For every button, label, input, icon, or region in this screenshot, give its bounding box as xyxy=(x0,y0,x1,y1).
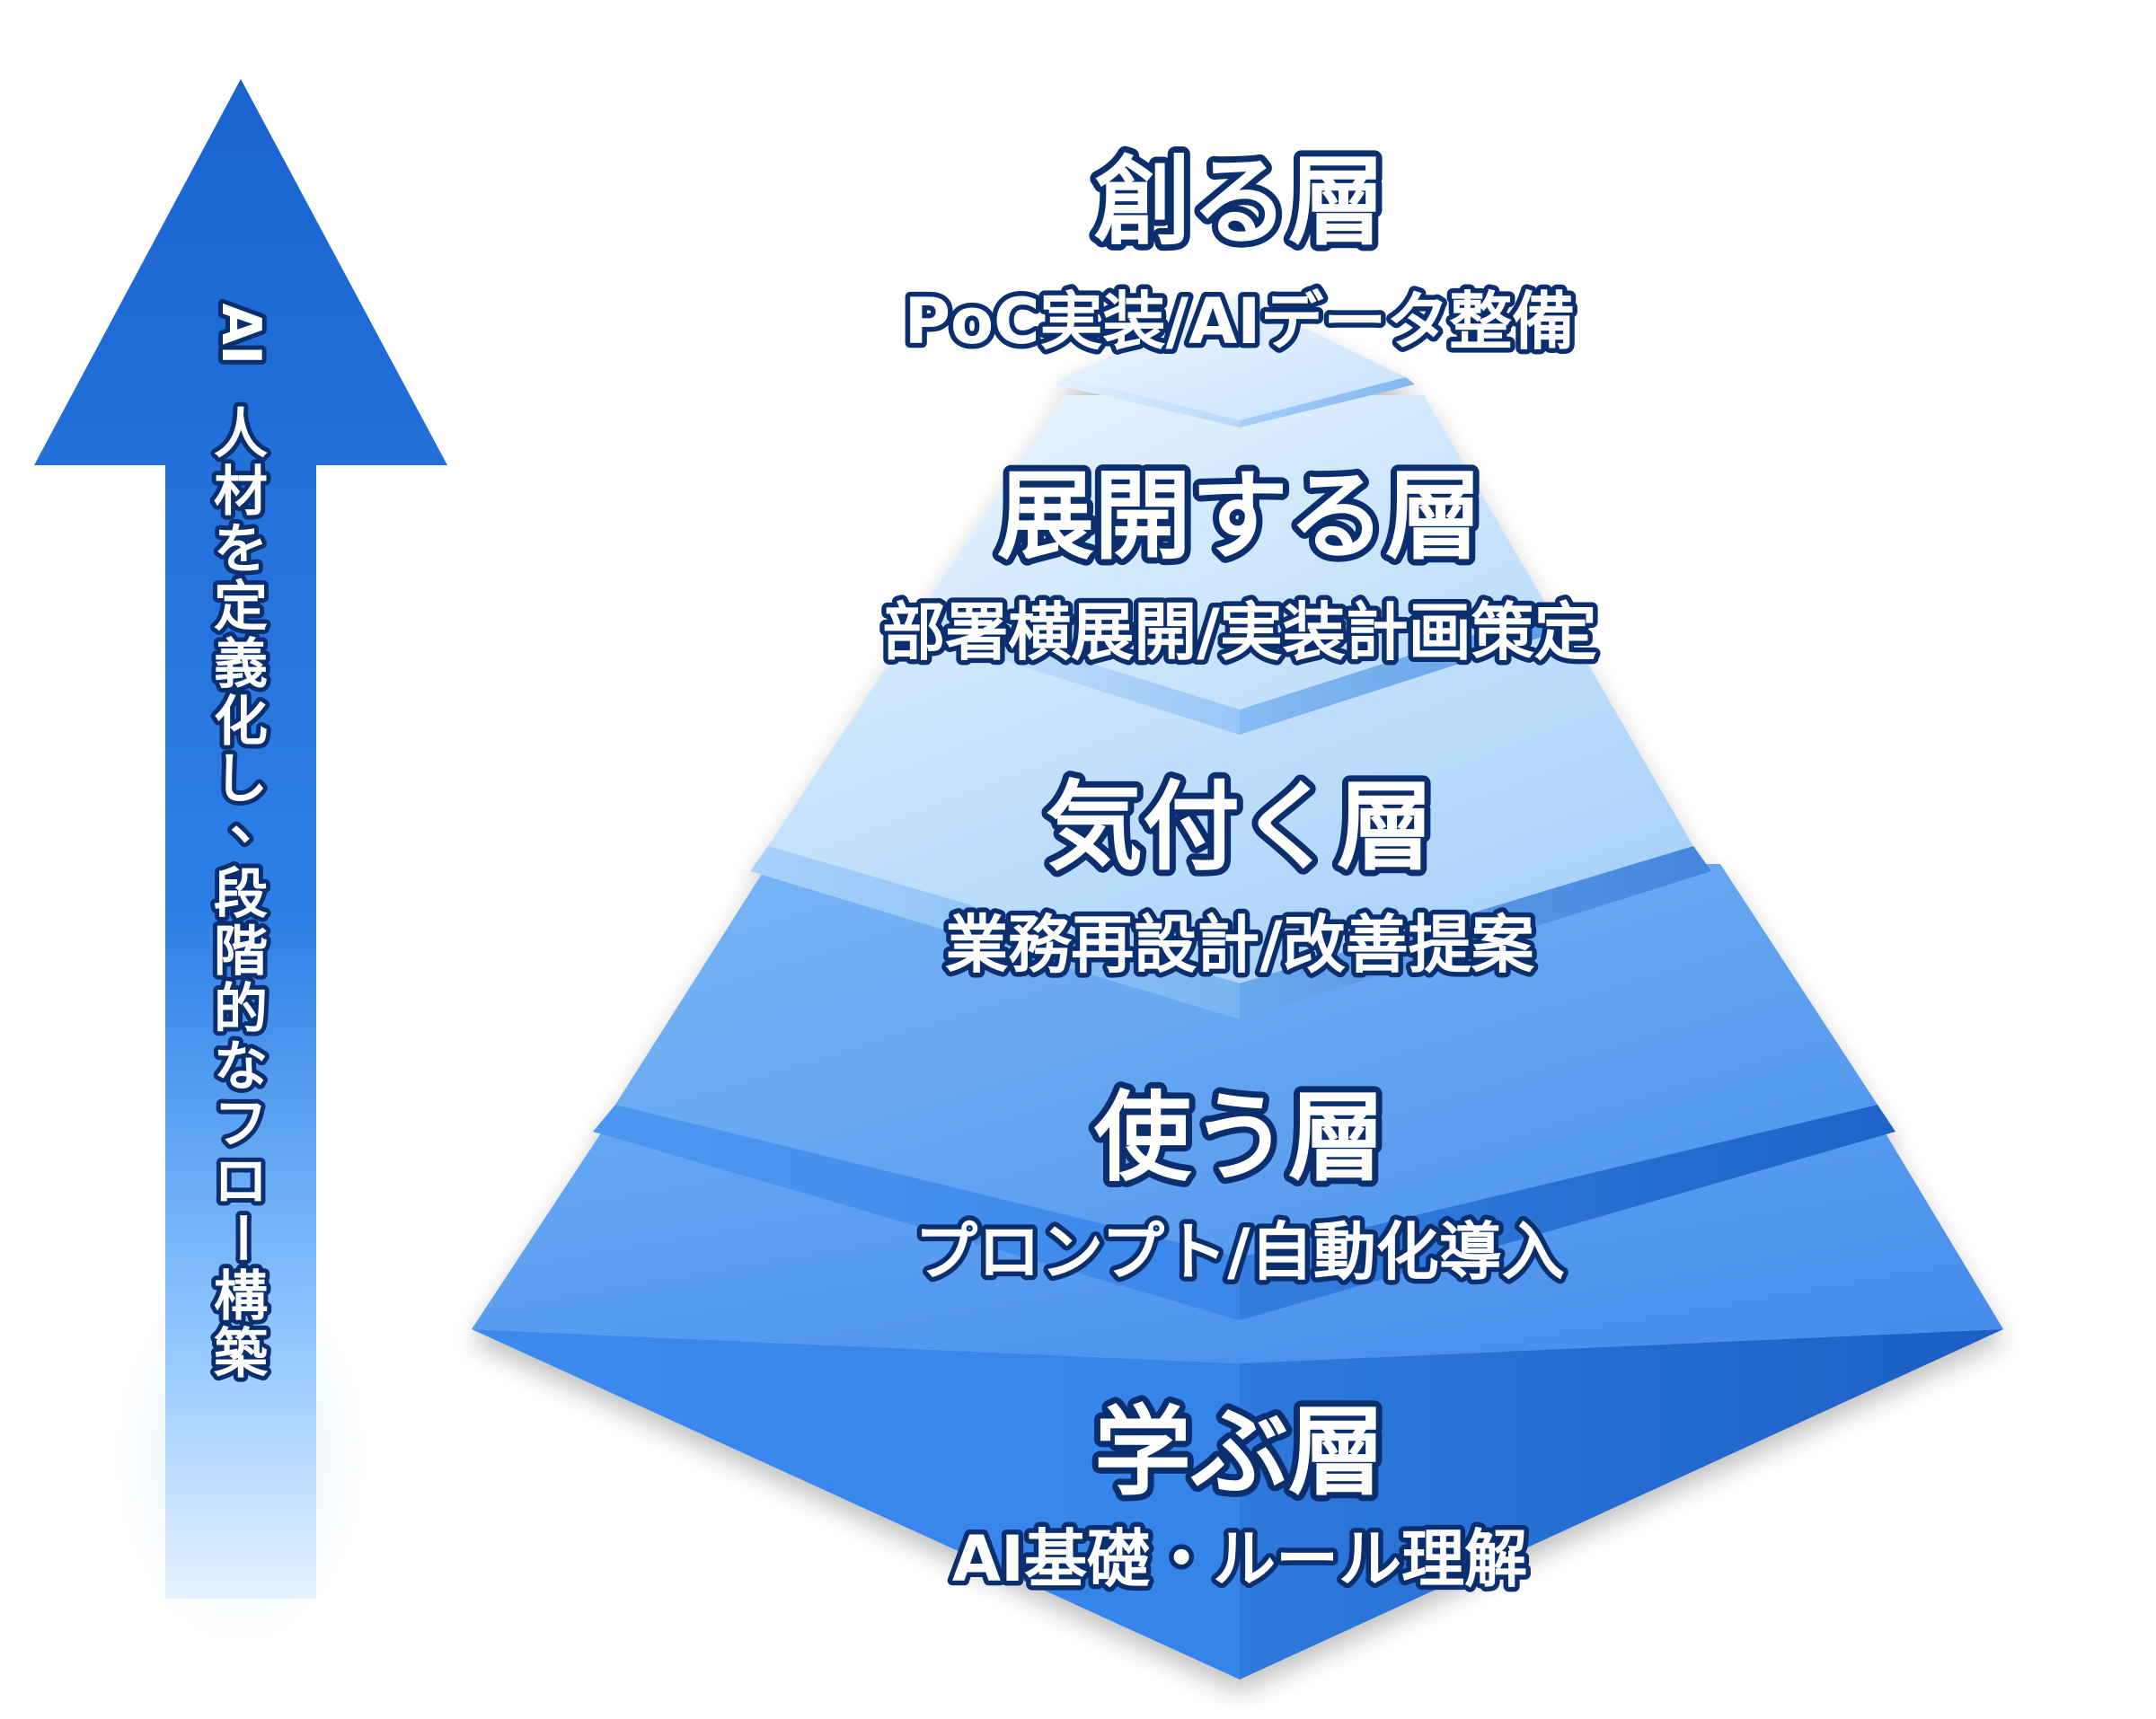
layer-subtitle-create: PoC実装/AIデータ整備 xyxy=(905,285,1576,358)
arrow-label-char: 、 xyxy=(230,789,284,852)
tier-left-face xyxy=(903,611,1240,735)
layer-subtitle-notice: 業務再設計/改善提案 xyxy=(945,908,1535,982)
arrow-label-char: 構 xyxy=(214,1265,268,1328)
arrow-label-char: 段 xyxy=(214,863,268,926)
tier-top-face xyxy=(921,395,1550,710)
layer-title-notice: 気付く層 xyxy=(1046,771,1434,884)
layer-title-deploy: 展開する層 xyxy=(997,461,1482,573)
layer-labels: 創る層 PoC実装/AIデータ整備 展開する層 部署横展開/実装計画策定 気付く… xyxy=(878,140,1603,1601)
tier-left-face xyxy=(593,1105,1240,1320)
arrow-label-char: ー xyxy=(209,1211,272,1265)
arrow-label-char: を xyxy=(214,518,268,581)
pyramid-tier-deploy xyxy=(903,395,1568,735)
tier-right-face xyxy=(1240,611,1568,735)
arrow-label-char: フ xyxy=(214,1093,268,1156)
tier-top-face xyxy=(615,864,1878,1257)
tier-left-face xyxy=(1056,377,1240,428)
tier-right-face xyxy=(1240,377,1415,428)
layer-subtitle-use: プロンプト/自動化導入 xyxy=(915,1215,1564,1289)
tier-right-face xyxy=(1240,1329,2003,1679)
layer-title-learn: 学ぶ層 xyxy=(1094,1397,1385,1509)
layer-title-use: 使う層 xyxy=(1094,1082,1385,1194)
tier-left-face xyxy=(472,1329,1240,1679)
arrow-label-char: 築 xyxy=(214,1323,269,1386)
arrow-label-char: し xyxy=(214,748,268,811)
arrow-label-char: 化 xyxy=(214,691,268,754)
pyramid-tier-notice xyxy=(750,629,1711,1019)
tier-top-face xyxy=(768,629,1693,983)
arrow-label-char: 材 xyxy=(214,461,268,524)
pyramid xyxy=(472,296,2003,1679)
arrow-label-char: ロ xyxy=(214,1150,268,1213)
tier-left-face xyxy=(750,846,1240,1019)
arrow-label-char: 階 xyxy=(214,921,268,983)
pyramid-tier-create xyxy=(1056,296,1415,428)
arrow-label-char: 的 xyxy=(214,978,268,1041)
arrow-label-char: な xyxy=(214,1036,268,1098)
arrow-label-char: 義 xyxy=(214,633,268,696)
tier-right-face xyxy=(1240,846,1711,1019)
arrow-icon xyxy=(34,79,447,1599)
arrow-label-latin: AI xyxy=(209,304,272,366)
layer-title-create: 創る層 xyxy=(1094,146,1385,259)
pyramid-tier-use xyxy=(593,864,1895,1320)
arrow-label-char: 人 xyxy=(214,403,268,466)
layer-subtitle-deploy: 部署横展開/実装計画策定 xyxy=(882,595,1597,669)
tier-top-face xyxy=(1065,296,1406,420)
arrow-label-char: 定 xyxy=(214,576,268,639)
layer-subtitle-learn: AI基礎・ルール理解 xyxy=(952,1522,1527,1596)
tier-right-face xyxy=(1240,1105,1895,1320)
